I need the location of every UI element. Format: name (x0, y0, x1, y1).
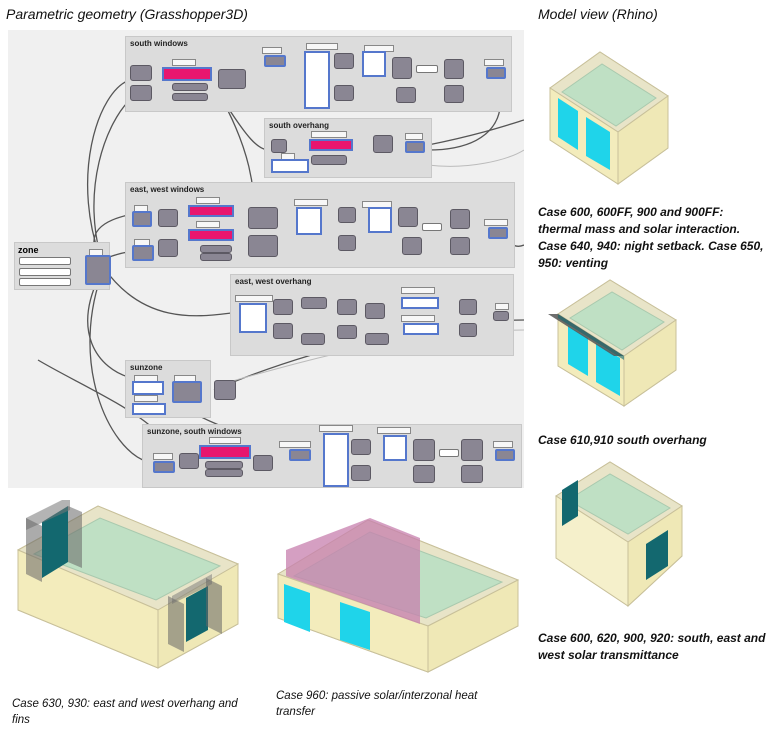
model-case-600 (549, 51, 669, 185)
group-south-windows[interactable]: south windows (125, 36, 512, 112)
group-title: east, west windows (130, 185, 205, 194)
caption-case-620: Case 600, 620, 900, 920: south, east and… (538, 631, 766, 662)
model-case-630 (16, 500, 240, 669)
caption-case-630: Case 630, 930: east and west overhang an… (12, 698, 238, 726)
group-title: zone (18, 245, 39, 255)
grasshopper-heading: Parametric geometry (Grasshopper3D) (6, 6, 248, 22)
group-title: south windows (130, 39, 188, 48)
grasshopper-canvas[interactable]: south windows south overhang (8, 30, 524, 488)
group-east-west-windows[interactable]: east, west windows (125, 182, 515, 268)
group-sunzone[interactable]: sunzone (125, 360, 211, 418)
caption-case-960: Case 960: passive solar/interzonal heat … (276, 690, 478, 718)
group-title: sunzone (130, 363, 163, 372)
model-case-610 (548, 279, 677, 407)
group-title: east, west overhang (235, 277, 312, 286)
group-title: south overhang (269, 121, 330, 130)
model-case-620 (555, 461, 683, 608)
group-sunzone-south-windows[interactable]: sunzone, south windows (142, 424, 522, 488)
caption-case-600: Case 600, 600FF, 900 and 900FF: thermal … (538, 205, 764, 270)
rhino-heading: Model view (Rhino) (538, 6, 658, 22)
group-south-overhang[interactable]: south overhang (264, 118, 432, 178)
group-east-west-overhang[interactable]: east, west overhang (230, 274, 514, 356)
highlight-node[interactable] (162, 67, 212, 81)
model-case-960 (276, 518, 520, 673)
group-zone[interactable]: zone (14, 242, 111, 290)
caption-case-610: Case 610,910 south overhang (538, 433, 707, 447)
group-title: sunzone, south windows (147, 427, 242, 436)
